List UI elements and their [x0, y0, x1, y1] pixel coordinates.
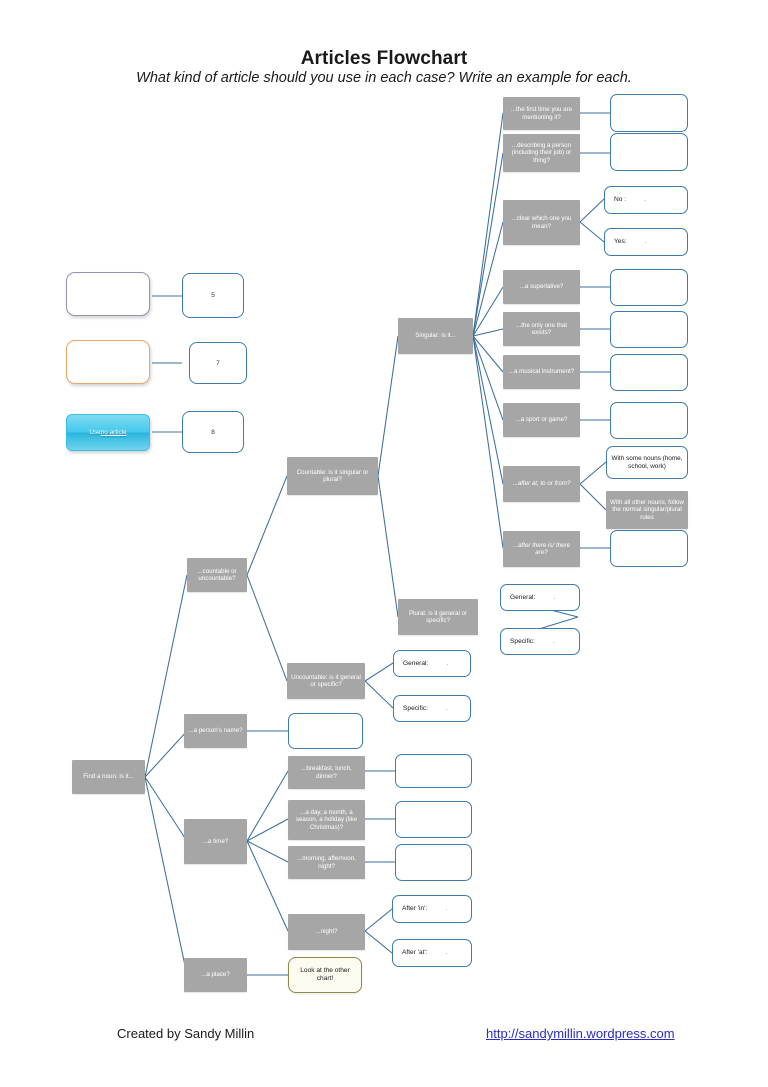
node-sport-or-game[interactable]: ...a sport or game? [503, 403, 580, 437]
answer-plural-general-label: General: [510, 593, 536, 601]
node-first-time-mentioning[interactable]: ...the first time you are mentioning it? [503, 97, 580, 130]
answer-plural-specific[interactable]: Specific:. [500, 628, 580, 655]
legend-no-article-underlined: no article [100, 429, 127, 436]
answer-first-time[interactable] [610, 94, 688, 132]
node-after-at-to-from[interactable]: ...after at, to or from? [503, 466, 580, 502]
answer-uncountable-general[interactable]: General:. [393, 650, 471, 677]
dots: . [445, 949, 448, 957]
dots: . [644, 196, 647, 204]
node-superlative[interactable]: ...a superlative? [503, 270, 580, 304]
node-countable-or-uncountable[interactable]: ...countable or uncountable? [187, 558, 247, 592]
answer-at-to-from-some-nouns[interactable]: With some nouns (home, school, work) [606, 446, 688, 479]
node-persons-name[interactable]: ...a person's name? [184, 714, 247, 748]
answer-uncountable-specific[interactable]: Specific:. [393, 695, 471, 722]
answer-breakfast-lunch-dinner[interactable] [395, 754, 472, 788]
answer-night-after-in[interactable]: After 'in':. [392, 895, 472, 923]
answer-night-after-at-label: After 'at': [402, 949, 428, 957]
answer-day-month-season-holiday[interactable] [395, 801, 472, 838]
answer-musical-instrument[interactable] [610, 354, 688, 391]
dots: . [445, 905, 448, 913]
answer-clear-no-label: No : [614, 196, 627, 204]
legend-no-article-prefix: Use [89, 429, 101, 436]
legend-number-blue: 8 [182, 411, 244, 453]
node-night[interactable]: ...night? [288, 914, 365, 950]
answer-only-one-exists[interactable] [610, 311, 688, 348]
node-a-place[interactable]: ...a place? [184, 958, 247, 992]
answer-morning-afternoon-night[interactable] [395, 844, 472, 881]
answer-uncountable-specific-label: Specific: [403, 704, 428, 712]
node-singular[interactable]: Singular: is it... [398, 318, 473, 354]
legend-number-orange: 7 [189, 342, 247, 384]
answer-plural-specific-label: Specific: [510, 637, 535, 645]
answer-plural-general[interactable]: General:. [500, 584, 580, 611]
answer-superlative[interactable] [610, 269, 688, 306]
legend-box-no-article[interactable]: Use no article [66, 414, 150, 451]
answer-at-to-from-other-nouns[interactable]: With all other nouns, follow the normal … [606, 491, 688, 529]
node-day-month-season-holiday[interactable]: ...a day, a month, a season, a holiday (… [288, 800, 365, 840]
node-breakfast-lunch-dinner[interactable]: ...breakfast, lunch, dinner? [288, 756, 365, 789]
dots: . [446, 659, 449, 667]
node-only-one-exists[interactable]: ...the only one that exists? [503, 312, 580, 346]
node-musical-instrument[interactable]: ...a musical instrument? [503, 355, 580, 389]
answer-night-after-at[interactable]: After 'at':. [392, 939, 472, 967]
page-subtitle: What kind of article should you use in e… [136, 70, 632, 86]
legend-box-purple[interactable] [66, 272, 150, 316]
node-after-there-is-are[interactable]: ...after there is/ there are? [503, 531, 580, 567]
answer-uncountable-general-label: General: [403, 659, 429, 667]
page-title: Articles Flowchart [300, 48, 468, 69]
answer-place-other-chart[interactable]: Look at the other chart! [288, 957, 362, 993]
node-clear-which-one[interactable]: ...clear which one you mean? [503, 200, 580, 245]
footer-url-link[interactable]: http://sandymillin.wordpress.com [486, 1026, 675, 1041]
answer-clear-yes-label: Yes: [614, 238, 627, 246]
node-countable-singular-or-plural[interactable]: Countable: is it singular or plural? [287, 457, 378, 495]
footer-credit: Created by Sandy Millin [117, 1026, 255, 1041]
answer-persons-name[interactable] [288, 713, 363, 749]
dots: . [446, 704, 448, 712]
node-describing-person[interactable]: ...describing a person (including their … [503, 134, 580, 172]
answer-describing-person[interactable] [610, 133, 688, 171]
answer-night-after-in-label: After 'in': [402, 905, 428, 913]
dots: . [553, 637, 555, 645]
answer-clear-no[interactable]: No :. [604, 186, 688, 214]
node-root[interactable]: Find a noun: is it... [72, 760, 145, 794]
node-plural[interactable]: Plural: is it general or specific? [398, 599, 478, 635]
dots: . [644, 238, 647, 246]
dots: . [553, 593, 556, 601]
legend-number-purple: 5 [182, 273, 244, 318]
answer-there-is-are[interactable] [610, 530, 688, 567]
legend-box-orange[interactable] [66, 340, 150, 384]
answer-clear-yes[interactable]: Yes:. [604, 228, 688, 256]
node-a-time[interactable]: ...a time? [184, 819, 247, 864]
node-morning-afternoon-night[interactable]: ...morning, afternoon, night? [288, 846, 365, 879]
node-uncountable-general-or-specific[interactable]: Uncountable: is it general or specific? [287, 663, 365, 699]
answer-sport-or-game[interactable] [610, 402, 688, 439]
